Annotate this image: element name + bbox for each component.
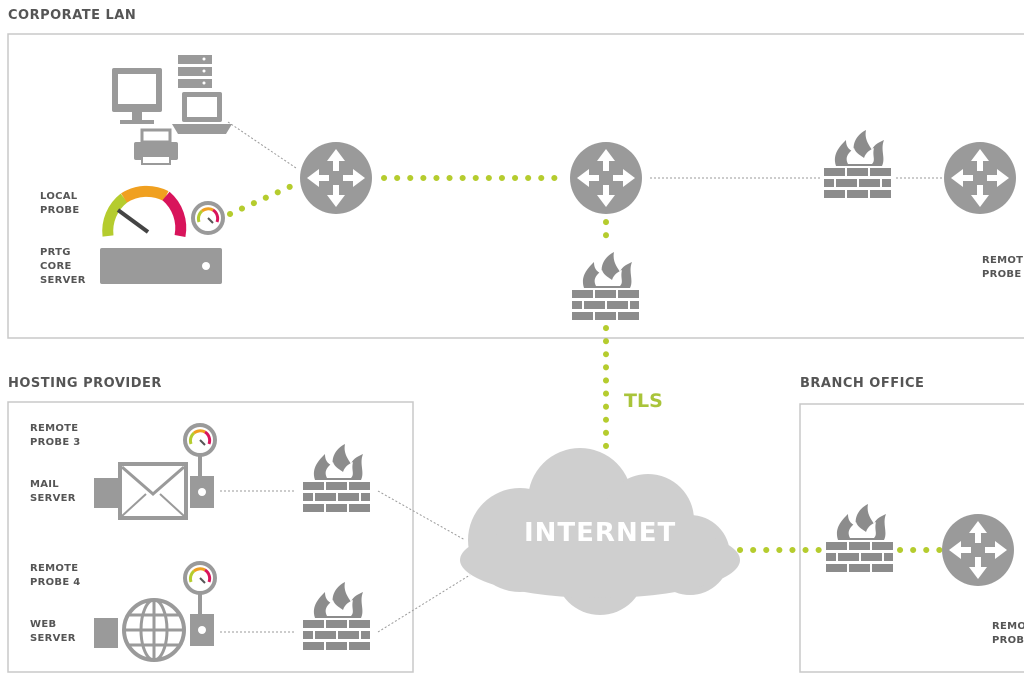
remote-probe-3-label: REMOTE PROBE 3 — [30, 423, 81, 448]
branch-office-title: BRANCH OFFICE — [800, 376, 925, 391]
firewall-icon — [824, 130, 891, 198]
tls-label: TLS — [624, 390, 663, 412]
prtg-core-server-icon — [100, 248, 222, 284]
remote-probe-3-gauge-icon — [183, 423, 217, 457]
firewall-icon — [572, 252, 639, 320]
router-icon — [942, 514, 1014, 586]
computer-icon — [112, 68, 162, 124]
cloud-icon — [460, 448, 740, 615]
remote-probe-branch-label: REMOTE PROBE — [992, 621, 1024, 646]
printer-icon — [134, 128, 178, 165]
remote-probe-4-gauge-icon — [183, 561, 217, 595]
corporate-lan-title: CORPORATE LAN — [8, 8, 137, 23]
firewall-icon — [303, 444, 370, 512]
hosting-provider-title: HOSTING PROVIDER — [8, 376, 162, 391]
firewall-icon — [826, 504, 893, 572]
internet-label: INTERNET — [524, 518, 677, 548]
web-server-label: WEB SERVER — [30, 619, 76, 644]
remote-probe-corp-label: REMOTE PROBE — [982, 255, 1024, 280]
mail-server-icon — [94, 462, 214, 520]
prtg-core-server-label: PRTG CORE SERVER — [40, 247, 86, 286]
corporate-lan-box — [7, 33, 1024, 339]
local-probe-label: LOCAL PROBE — [40, 191, 80, 216]
local-probe-gauge-icon — [191, 201, 225, 235]
hosting-provider-box — [7, 401, 414, 673]
mail-server-label: MAIL SERVER — [30, 479, 76, 504]
large-gauge-icon — [102, 185, 187, 238]
laptop-icon — [172, 92, 232, 134]
branch-office-box — [799, 403, 1024, 673]
remote-probe-4-label: REMOTE PROBE 4 — [30, 563, 81, 588]
server-rack-icon — [178, 55, 212, 88]
firewall-icon — [303, 582, 370, 650]
router-icon — [300, 142, 372, 214]
router-icon — [570, 142, 642, 214]
router-icon — [944, 142, 1016, 214]
web-server-icon — [94, 598, 214, 662]
